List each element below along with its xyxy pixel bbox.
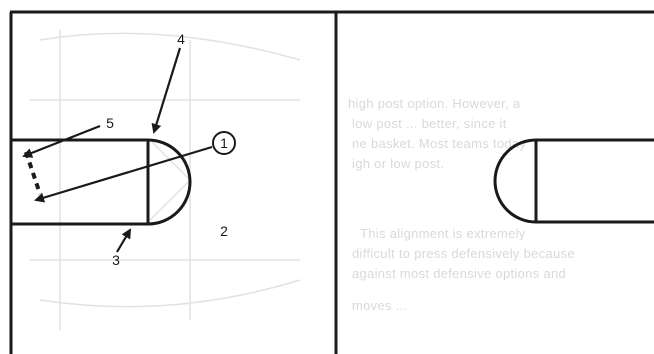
left-lane [11, 138, 192, 226]
bleed-text-line: igh or low post. [352, 156, 445, 171]
player-3-arrow [116, 228, 132, 253]
player-5-label: 5 [106, 115, 114, 131]
right-lane [493, 138, 654, 224]
cut-dashed-line [24, 151, 42, 195]
player-5-arrow [22, 124, 101, 158]
bleed-text-line: difficult to press defensively because [352, 246, 575, 261]
player-4-arrow [151, 47, 182, 134]
bleed-text-line: against most defensive options and [352, 266, 566, 281]
ghost-court-lines [30, 30, 301, 330]
player-4-label: 4 [177, 31, 185, 47]
bleed-text-line: This alignment is extremely [360, 226, 526, 241]
player-3-label: 3 [112, 252, 120, 268]
player-1-marker [212, 131, 236, 155]
bleed-text-line: ne basket. Most teams today [352, 136, 527, 151]
pass-arrow [34, 145, 213, 203]
player-2-label: 2 [220, 223, 228, 239]
player-1-label: 1 [220, 135, 228, 151]
bleed-text-line: low post ... better, since it [352, 116, 507, 131]
bleed-text-line: high post option. However, a [348, 96, 521, 111]
bleed-text-line: moves ... [352, 298, 408, 313]
